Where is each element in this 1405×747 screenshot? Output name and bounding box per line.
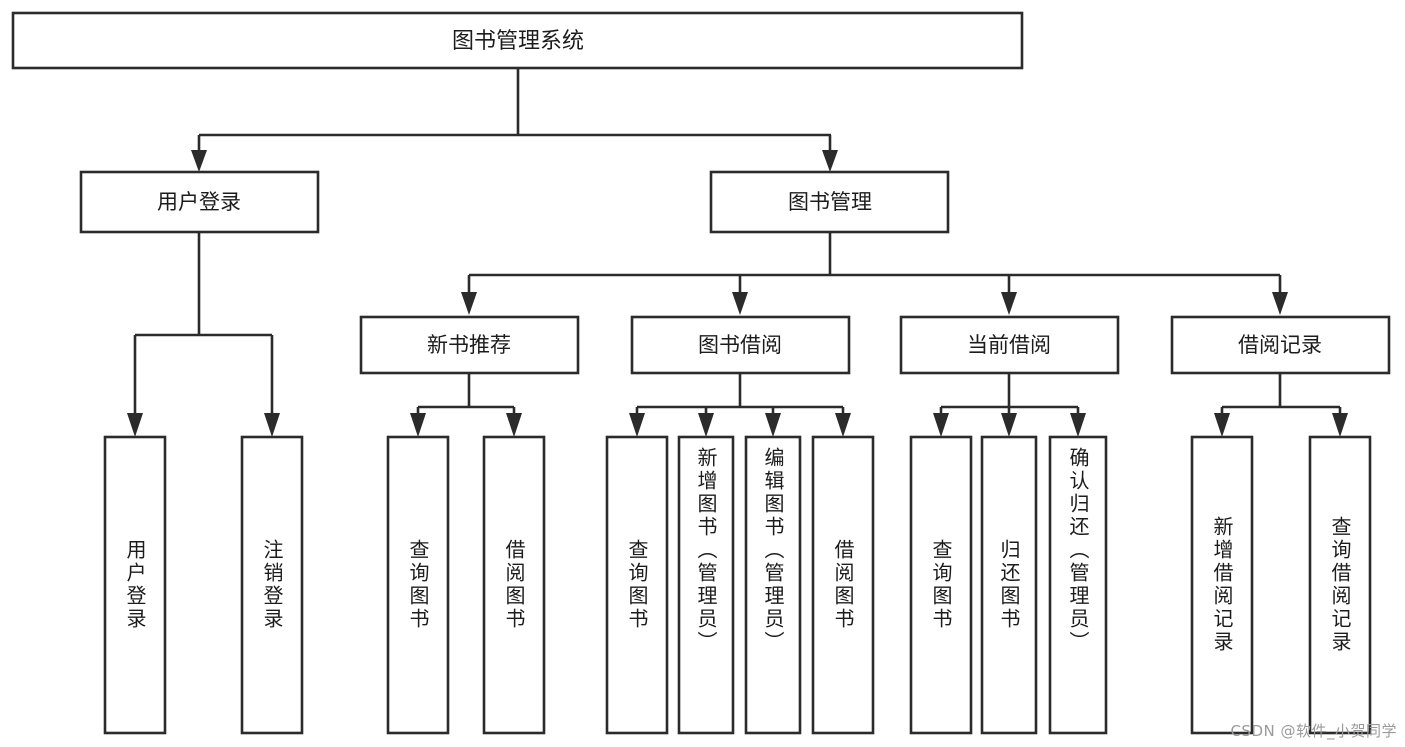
arrow-to-leaf4-icon xyxy=(506,413,522,437)
arrow-to-leaf8-icon xyxy=(835,413,851,437)
node-current-label: 当前借阅 xyxy=(967,333,1051,357)
node-newbook-label: 新书推荐 xyxy=(427,333,511,357)
node-leaf11[interactable] xyxy=(1048,435,1108,735)
node-leaf12[interactable] xyxy=(1190,435,1254,735)
node-group: 图书管理系统 用户登录 图书管理 新书推荐 图书借阅 当前借阅 借阅记录 xyxy=(11,11,1391,735)
node-leaf8[interactable] xyxy=(811,435,875,735)
node-bookmgmt[interactable] xyxy=(709,170,950,234)
node-leaf10[interactable] xyxy=(980,435,1038,735)
arrow-to-leaf12-icon xyxy=(1214,413,1230,437)
node-leaf13[interactable] xyxy=(1308,435,1372,735)
node-leaf7[interactable] xyxy=(744,435,802,735)
arrow-to-newbook-icon xyxy=(461,292,477,315)
node-leaf4[interactable] xyxy=(482,435,546,735)
arrow-to-leaf5-icon xyxy=(629,413,645,437)
node-record-label: 借阅记录 xyxy=(1238,333,1322,357)
arrow-to-current-icon xyxy=(1001,292,1017,315)
node-leaf6[interactable] xyxy=(677,435,735,735)
arrow-to-leaf7-icon xyxy=(765,413,781,437)
node-login[interactable] xyxy=(79,170,320,234)
node-leaf9[interactable] xyxy=(909,435,973,735)
arrow-to-leaf2-icon xyxy=(264,413,280,437)
node-bookmgmt-label: 图书管理 xyxy=(788,190,872,214)
node-root-label: 图书管理系统 xyxy=(452,29,584,54)
node-current[interactable] xyxy=(899,315,1120,375)
arrow-to-leaf10-icon xyxy=(1001,413,1017,437)
edge-group xyxy=(127,68,1348,437)
arrow-to-leaf9-icon xyxy=(933,413,949,437)
node-leaf1[interactable] xyxy=(103,435,167,735)
arrow-to-login-icon xyxy=(191,150,207,172)
node-record[interactable] xyxy=(1170,315,1391,375)
arrow-to-leaf6-icon xyxy=(698,413,714,437)
arrow-to-leaf1-icon xyxy=(127,413,143,437)
node-login-label: 用户登录 xyxy=(157,190,241,214)
node-leaf5[interactable] xyxy=(605,435,669,735)
node-borrow-label: 图书借阅 xyxy=(698,333,782,357)
arrow-to-leaf13-icon xyxy=(1332,413,1348,437)
node-leaf2[interactable] xyxy=(240,435,304,735)
node-leaf3[interactable] xyxy=(386,435,450,735)
arrow-to-borrow-icon xyxy=(732,292,748,315)
watermark-text: CSDN @软件_小贺同学 xyxy=(1230,722,1397,740)
node-newbook[interactable] xyxy=(359,315,580,375)
arrow-to-leaf3-icon xyxy=(410,413,426,437)
arrow-to-bookmgmt-icon xyxy=(822,150,838,172)
node-root[interactable] xyxy=(11,11,1024,70)
node-borrow[interactable] xyxy=(630,315,851,375)
arrow-to-record-icon xyxy=(1272,292,1288,315)
arrow-to-leaf11-icon xyxy=(1070,413,1086,437)
